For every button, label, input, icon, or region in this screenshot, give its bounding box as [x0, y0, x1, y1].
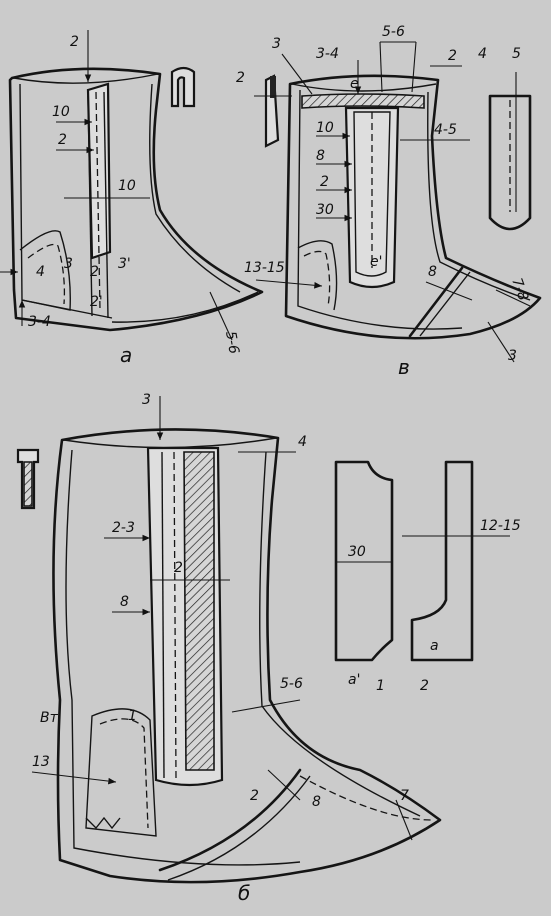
panel-v-dim-2-mid: 2	[320, 174, 329, 190]
panel-a-dim-10b: 10	[118, 178, 136, 194]
panel-v-dim-3-bottom: 3	[508, 348, 517, 364]
panel-v-dim-4: 4	[478, 46, 487, 62]
panel-v-dim-3-4: 3-4	[316, 46, 339, 62]
panel-v-labels: 3 3-4 5-6 2 2 4 5 10 8 2 30 4-5 13-15 8 …	[236, 24, 531, 379]
panel-a-marker-3prime: 3'	[118, 256, 131, 272]
panel-b-dim-3: 3	[142, 392, 151, 408]
panel-v-marker-e: e	[350, 76, 359, 92]
panel-b-marker-2: 2	[420, 678, 429, 694]
panel-a-dim-5-6: 5-6	[222, 330, 242, 355]
panel-a-marker-2prime: 2'	[90, 294, 103, 310]
panel-b-dim-4: 4	[298, 434, 307, 450]
panel-b-marker-a: a	[430, 638, 439, 654]
panel-v-dim-13-15: 13-15	[244, 260, 285, 276]
panel-b-marker-aprime: a'	[348, 672, 360, 688]
panel-a-labels: 2 10 2 10 4 3-4 5-6 3 2 3' 2' а	[28, 34, 242, 367]
panel-b-dim-5-6: 5-6	[280, 676, 303, 692]
panel-a-marker-2: 2	[90, 264, 99, 280]
panel-a-dim-top: 2	[70, 34, 79, 50]
panel-v-dim-2-left: 2	[236, 70, 245, 86]
panel-b-dim-30: 30	[348, 544, 366, 560]
panel-b-dim-12-15: 12-15	[480, 518, 521, 534]
panel-v-marker-eprime: e'	[370, 254, 382, 270]
panel-b-labels: 3 4 2-3 2 8 5-6 13 8 7 30 12-15 1 2 Bт a…	[32, 392, 521, 905]
panel-v-dim-4-5: 4-5	[434, 122, 457, 138]
panel-v-dim-2-right: 2	[448, 48, 457, 64]
panel-v-dim-5-6: 5-6	[382, 24, 405, 40]
panel-v-dim-30: 30	[316, 202, 334, 218]
panel-v-caption: в	[398, 355, 410, 379]
panel-b-caption: б	[238, 881, 250, 905]
panel-a-drawing	[0, 30, 264, 341]
panel-v-dim-8-toe: 8	[428, 264, 437, 280]
panel-a-dim-2: 2	[58, 132, 67, 148]
panel-a-dim-4: 4	[36, 264, 45, 280]
panel-a-dim-3-4: 3-4	[28, 314, 51, 330]
panel-v-dim-7-8: 7-8	[508, 276, 531, 303]
panel-v-dim-8: 8	[316, 148, 325, 164]
panel-v-dim-3: 3	[272, 36, 281, 52]
panel-a-caption: а	[120, 343, 132, 367]
panel-b-dim-7: 7	[400, 788, 409, 804]
panel-b-drawing	[16, 396, 510, 884]
panel-b-dim-2-3: 2-3	[112, 520, 135, 536]
panel-v-dim-5: 5	[512, 46, 521, 62]
panel-a-marker-3: 3	[64, 256, 73, 272]
panel-b-marker-1: 1	[376, 678, 385, 694]
panel-b-dim-8: 8	[120, 594, 129, 610]
panel-v-drawing	[254, 41, 542, 363]
panel-a-dim-10: 10	[52, 104, 70, 120]
panel-b-dim-13: 13	[32, 754, 50, 770]
panel-b-dim-2: 2	[174, 560, 183, 576]
panel-b-piece-2: 2	[250, 788, 259, 804]
panel-v-dim-10: 10	[316, 120, 334, 136]
panel-b-piece-1: 1	[128, 708, 137, 724]
panel-b-marker-bt: Bт	[40, 710, 59, 726]
panel-b-dim-8-toe: 8	[312, 794, 321, 810]
